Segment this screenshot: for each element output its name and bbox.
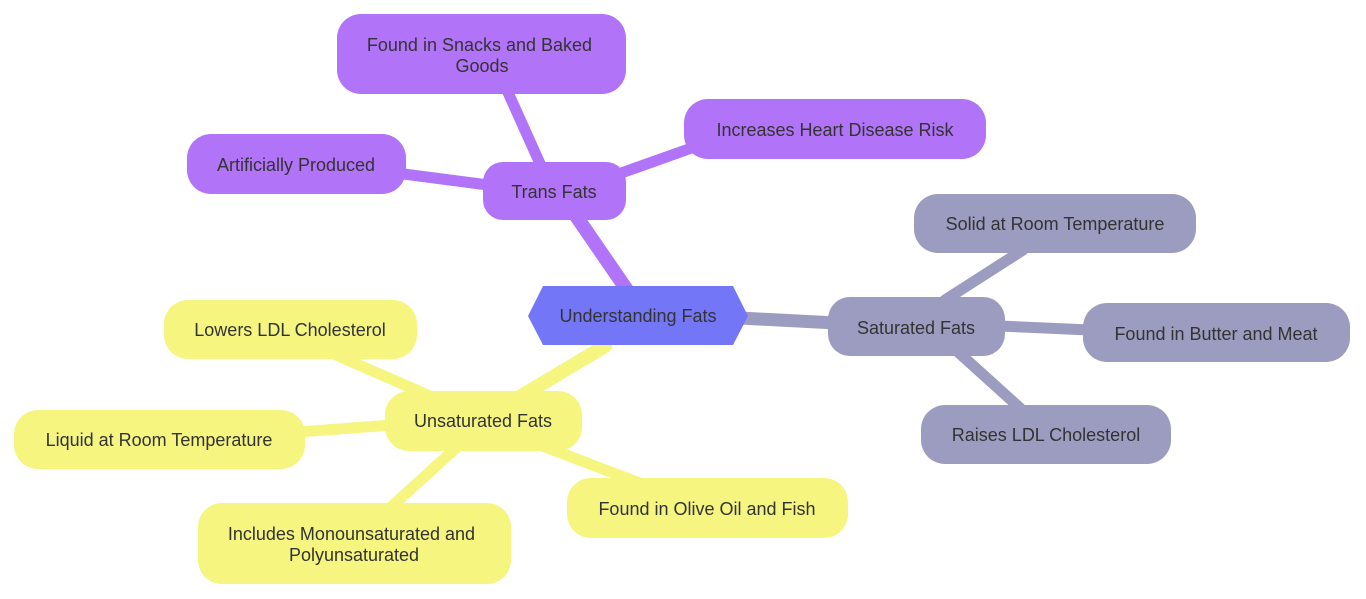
leaf-node-lowers-ldl: Lowers LDL Cholesterol — [164, 300, 417, 359]
leaf-node-butter-shape — [1083, 303, 1350, 362]
edge-trans-snacks — [500, 82, 548, 174]
leaf-node-includes-shape — [198, 503, 511, 584]
edge-saturated-solid — [939, 244, 1029, 306]
leaf-node-includes-line-2: Polyunsaturated — [289, 545, 419, 565]
leaf-node-heart: Increases Heart Disease Risk — [684, 99, 986, 159]
leaf-node-butter: Found in Butter and Meat — [1083, 303, 1350, 362]
edge-root-saturated — [733, 311, 843, 330]
leaf-node-lowers-ldl-label: Lowers LDL Cholesterol — [194, 320, 385, 340]
leaf-node-liquid: Liquid at Room Temperature — [14, 410, 305, 469]
root-node: Understanding Fats — [528, 286, 748, 345]
edge-unsaturated-liquid — [292, 419, 398, 438]
branch-node-saturated-shape — [828, 297, 1005, 356]
edge-trans-artificial — [390, 167, 494, 191]
branch-node-saturated: Saturated Fats — [828, 297, 1005, 356]
branch-node-trans: Trans Fats — [483, 162, 626, 220]
leaf-node-lowers-ldl-shape — [164, 300, 417, 359]
leaf-node-heart-shape — [684, 99, 986, 159]
leaf-node-raises-ldl-label: Raises LDL Cholesterol — [952, 425, 1140, 445]
leaf-node-olive-label: Found in Olive Oil and Fish — [598, 499, 815, 519]
root-node-shape — [528, 286, 748, 345]
branch-node-unsaturated-shape — [385, 391, 582, 451]
branch-node-trans-label: Trans Fats — [511, 182, 596, 202]
leaf-node-snacks-line-1: Found in Snacks and Baked — [367, 35, 592, 55]
leaf-node-artificial-label: Artificially Produced — [217, 155, 375, 175]
leaf-node-olive: Found in Olive Oil and Fish — [567, 478, 848, 538]
edge-unsaturated-includes — [384, 442, 462, 514]
leaf-node-artificial-shape — [187, 134, 406, 194]
leaf-node-heart-label: Increases Heart Disease Risk — [716, 120, 954, 140]
branch-node-trans-shape — [483, 162, 626, 220]
leaf-node-solid-label: Solid at Room Temperature — [946, 214, 1165, 234]
edge-root-trans — [565, 203, 634, 297]
leaf-node-liquid-label: Liquid at Room Temperature — [46, 430, 273, 450]
edge-trans-heart — [604, 139, 706, 183]
nodes: Understanding Fats Trans Fats Found in S… — [14, 14, 1350, 584]
leaf-node-includes-line-1: Includes Monounsaturated and — [228, 524, 475, 544]
edge-saturated-butter — [994, 320, 1096, 336]
leaf-node-liquid-shape — [14, 410, 305, 469]
root-node-label: Understanding Fats — [559, 306, 716, 326]
leaf-node-olive-shape — [567, 478, 848, 538]
edge-saturated-ldl — [952, 346, 1026, 414]
leaf-node-includes: Includes Monounsaturated and Polyunsatur… — [198, 503, 511, 584]
edge-root-unsaturated — [511, 339, 612, 405]
leaf-node-artificial: Artificially Produced — [187, 134, 406, 194]
leaf-node-snacks-shape — [337, 14, 626, 94]
leaf-node-includes-label: Includes Monounsaturated and Polyunsatur… — [228, 524, 480, 565]
leaf-node-raises-ldl-shape — [921, 405, 1171, 464]
leaf-node-snacks-line-2: Goods — [455, 56, 508, 76]
leaf-node-solid-shape — [914, 194, 1196, 253]
edge-unsaturated-lowers — [330, 349, 436, 402]
leaf-node-raises-ldl: Raises LDL Cholesterol — [921, 405, 1171, 464]
branch-node-saturated-label: Saturated Fats — [857, 318, 975, 338]
branch-node-unsaturated: Unsaturated Fats — [385, 391, 582, 451]
leaf-node-snacks: Found in Snacks and Baked Goods — [337, 14, 626, 94]
leaf-node-butter-label: Found in Butter and Meat — [1114, 324, 1317, 344]
leaf-node-snacks-label: Found in Snacks and Baked Goods — [367, 35, 597, 76]
leaf-node-solid: Solid at Room Temperature — [914, 194, 1196, 253]
branch-node-unsaturated-label: Unsaturated Fats — [414, 411, 552, 431]
